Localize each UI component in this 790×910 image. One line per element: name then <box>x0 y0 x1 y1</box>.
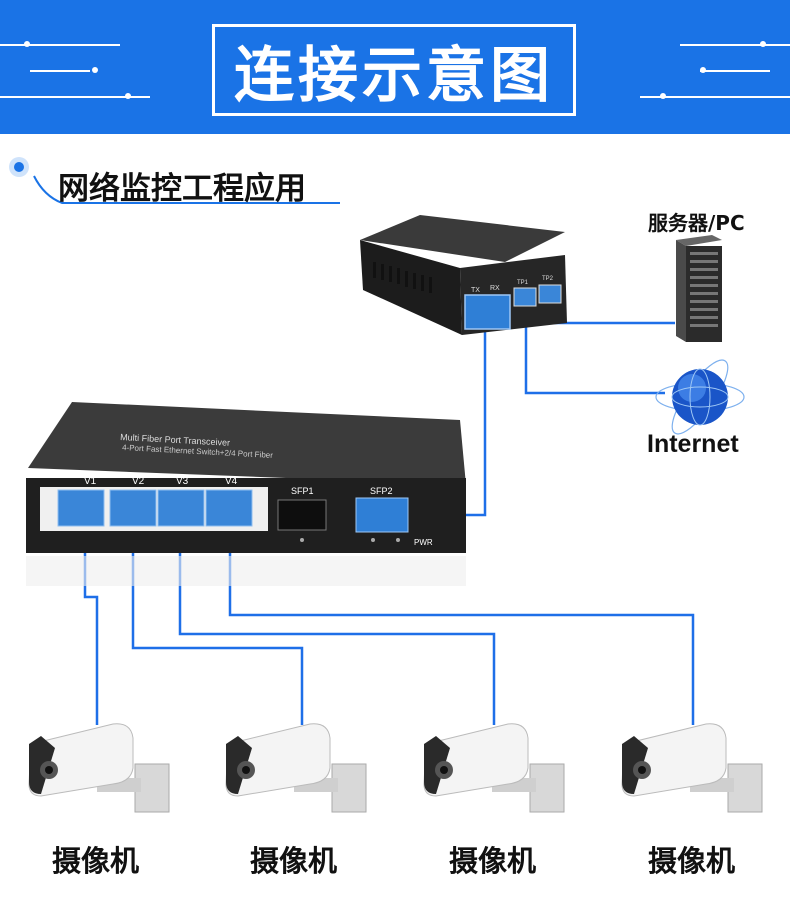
rx-label: RX <box>490 285 500 292</box>
server-label: 服务器/PC <box>648 207 745 236</box>
tp2-label: TP2 <box>542 276 554 282</box>
port-v3-label: V3 <box>176 476 189 487</box>
camera-label: 摄像机 <box>250 838 337 880</box>
pwr-label: PWR <box>414 538 433 547</box>
tx-label: TX <box>471 287 480 294</box>
port-v2-label: V2 <box>132 476 145 487</box>
tp1-label: TP1 <box>517 280 529 286</box>
server-icon <box>676 235 722 342</box>
camera-icon <box>424 724 564 812</box>
port-v1-label: V1 <box>84 476 97 487</box>
globe-icon <box>656 353 744 441</box>
camera-icon <box>226 724 366 812</box>
sfp2-label: SFP2 <box>370 486 393 496</box>
sfp1-label: SFP1 <box>291 486 314 496</box>
camera-label: 摄像机 <box>52 838 139 880</box>
fiber-switch <box>26 402 466 586</box>
section-title: 网络监控工程应用 <box>58 163 306 208</box>
camera-icon <box>29 724 169 812</box>
internet-label: Internet <box>647 430 739 459</box>
media-converter <box>360 215 567 335</box>
camera-label: 摄像机 <box>648 838 735 880</box>
camera-icon <box>622 724 762 812</box>
camera-label: 摄像机 <box>449 838 536 880</box>
port-v4-label: V4 <box>225 476 238 487</box>
